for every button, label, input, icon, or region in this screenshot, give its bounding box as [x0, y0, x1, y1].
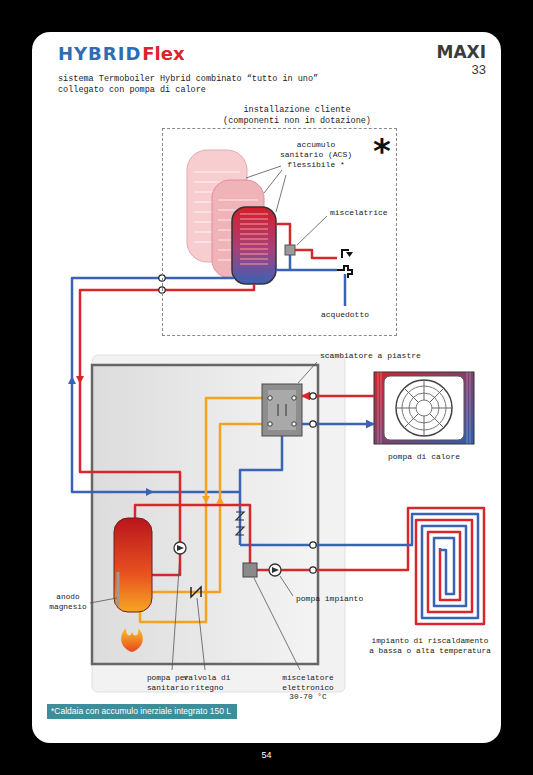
node-label: pompa di calore: [374, 452, 474, 462]
model-name: MAXI: [400, 44, 486, 61]
caption-bar: *Caldaia con accumulo inerziale integrat…: [47, 704, 237, 719]
mixing-valve: [285, 245, 295, 255]
leader-line: [297, 216, 327, 245]
component-label: miscelatore elettronico 30-70 °C: [279, 674, 337, 703]
system-pump: [269, 564, 281, 576]
electronic-mixer: [243, 563, 257, 577]
plate-exchanger: [262, 384, 302, 436]
cold-pipe: [344, 274, 347, 306]
leader-line: [254, 578, 300, 670]
hot-pipe: [276, 224, 290, 245]
dhw-pump: [174, 542, 186, 554]
fan-panel: [384, 376, 464, 440]
fan-guard: [396, 380, 452, 436]
flow-pipe: [281, 569, 398, 572]
component-label: acquedotto: [318, 310, 372, 320]
pipe-joint: [310, 567, 316, 573]
pump-mark: [177, 545, 184, 551]
heating-coil-return: [398, 514, 478, 618]
flow-arrow: [216, 496, 224, 504]
cold-pipe: [289, 255, 292, 270]
flow-arrow: [76, 376, 84, 384]
flow-pipe: [257, 569, 269, 572]
shower-icon: [346, 252, 353, 257]
flow-arrow: [68, 376, 76, 384]
hot-pipe: [80, 284, 254, 542]
boiler-housing: [92, 365, 318, 664]
page-card: [32, 32, 501, 743]
component-label: miscelatrice: [330, 208, 394, 218]
hot-pipe: [152, 554, 180, 575]
hot-pipe: [295, 250, 337, 258]
leader-line: [264, 170, 282, 193]
floor-heating-system: impianto di riscaldamento a bassa o alta…: [398, 500, 492, 632]
asterisk-mark: *: [370, 134, 394, 168]
fan-hub: [416, 400, 432, 416]
node-label: impianto di riscaldamento a bassa o alta…: [368, 637, 492, 656]
component-label: valvola di ritegno: [181, 674, 233, 693]
port-dot: [268, 422, 272, 426]
model-number: 33: [400, 63, 486, 76]
heat-pump-casing: [374, 372, 474, 444]
port-dot: [292, 422, 296, 426]
leader-line: [276, 175, 286, 212]
primary-pipe: [140, 398, 262, 622]
cold-pipe: [276, 269, 337, 272]
casing-stripes: [378, 372, 470, 444]
pipe-joint: [310, 421, 316, 427]
exchanger-arrows: [278, 404, 286, 416]
return-pipe: [240, 544, 398, 547]
inertial-tank: [114, 518, 152, 612]
pipe-joint: [310, 393, 316, 399]
pipe-joint: [310, 542, 316, 548]
brand-logo: HYBRID: [58, 45, 141, 63]
cold-pipe: [72, 278, 240, 492]
diagram-title: sistema Termoboiler Hybrid combinato “tu…: [58, 74, 324, 97]
plate-exchanger-core: [268, 390, 296, 430]
component-label: pompa impianto: [296, 594, 376, 604]
flow-arrow: [202, 496, 210, 504]
node-label: installazione cliente (componenti non in…: [219, 105, 375, 126]
leader-line: [90, 598, 117, 603]
primary-pipe: [152, 424, 262, 592]
client-installation-area: installazione cliente (componenti non in…: [162, 128, 397, 336]
node-label: scambiatore a piastre: [320, 351, 428, 361]
heating-coil-flow: [398, 508, 484, 624]
pump-mark: [272, 567, 279, 573]
port-dot: [292, 396, 296, 400]
flow-arrow: [146, 488, 154, 496]
check-valve: [236, 512, 244, 535]
leader-line: [246, 166, 281, 178]
dhw-tank-small: [232, 207, 276, 284]
tank-coil: [240, 214, 268, 264]
burner-flame: [121, 628, 143, 652]
port-dot: [268, 396, 272, 400]
return-pipe: [240, 436, 282, 545]
page-number: 54: [250, 750, 283, 761]
leader-line: [197, 598, 205, 670]
leader-line: [298, 362, 317, 383]
component-label: accumulo sanitario (ACS) flessibile *: [277, 140, 355, 170]
tap-icon: [337, 266, 352, 278]
plate-heat-exchanger: scambiatore a piastre: [262, 384, 302, 436]
leader-line: [280, 576, 293, 596]
magnesium-anode: [117, 572, 120, 606]
leader-line: [172, 555, 180, 670]
boiler-casing: [92, 355, 345, 692]
check-valve: [191, 587, 201, 597]
component-label: anodo magnesio: [47, 593, 89, 612]
heat-pump: pompa di calore: [374, 372, 474, 444]
fan-spokes: [396, 380, 452, 436]
brand-logo: Flex: [142, 45, 184, 63]
